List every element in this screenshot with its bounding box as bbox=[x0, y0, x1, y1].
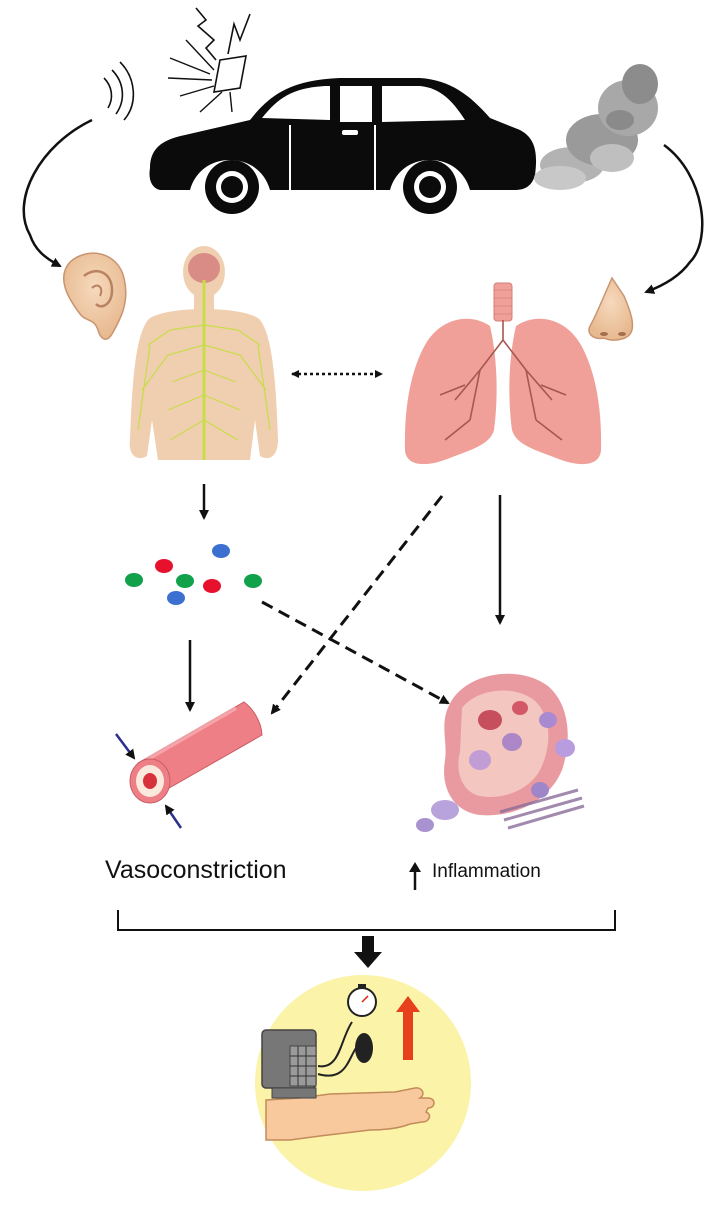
mediators-icon bbox=[125, 544, 262, 605]
inflammation-group: Inflammation bbox=[408, 861, 541, 883]
noise-to-ear-arrow bbox=[22, 118, 93, 268]
inflamed-tissue-icon bbox=[416, 673, 585, 832]
vasoconstriction-label: Vasoconstriction bbox=[105, 856, 287, 884]
mediators-to-inflammation-dashed-arrow bbox=[261, 600, 450, 705]
nervous-system-icon bbox=[129, 246, 278, 460]
smoke-to-nose-arrow bbox=[644, 143, 704, 294]
blood-vessel-icon bbox=[115, 701, 263, 829]
lungs-to-vessel-dashed-arrow bbox=[270, 495, 444, 715]
car-icon bbox=[149, 78, 537, 214]
horn-icon bbox=[167, 7, 251, 113]
blood-pressure-icon bbox=[255, 975, 471, 1191]
combine-arrow bbox=[354, 936, 382, 968]
ear-icon bbox=[62, 252, 127, 340]
inflammation-label: Inflammation bbox=[432, 861, 541, 882]
noise-icon bbox=[103, 61, 135, 121]
combine-bracket bbox=[117, 910, 616, 931]
up-arrow-icon bbox=[409, 862, 421, 890]
nose-icon bbox=[588, 276, 634, 341]
lungs-icon bbox=[404, 282, 602, 465]
exhaust-smoke-icon bbox=[534, 64, 658, 190]
